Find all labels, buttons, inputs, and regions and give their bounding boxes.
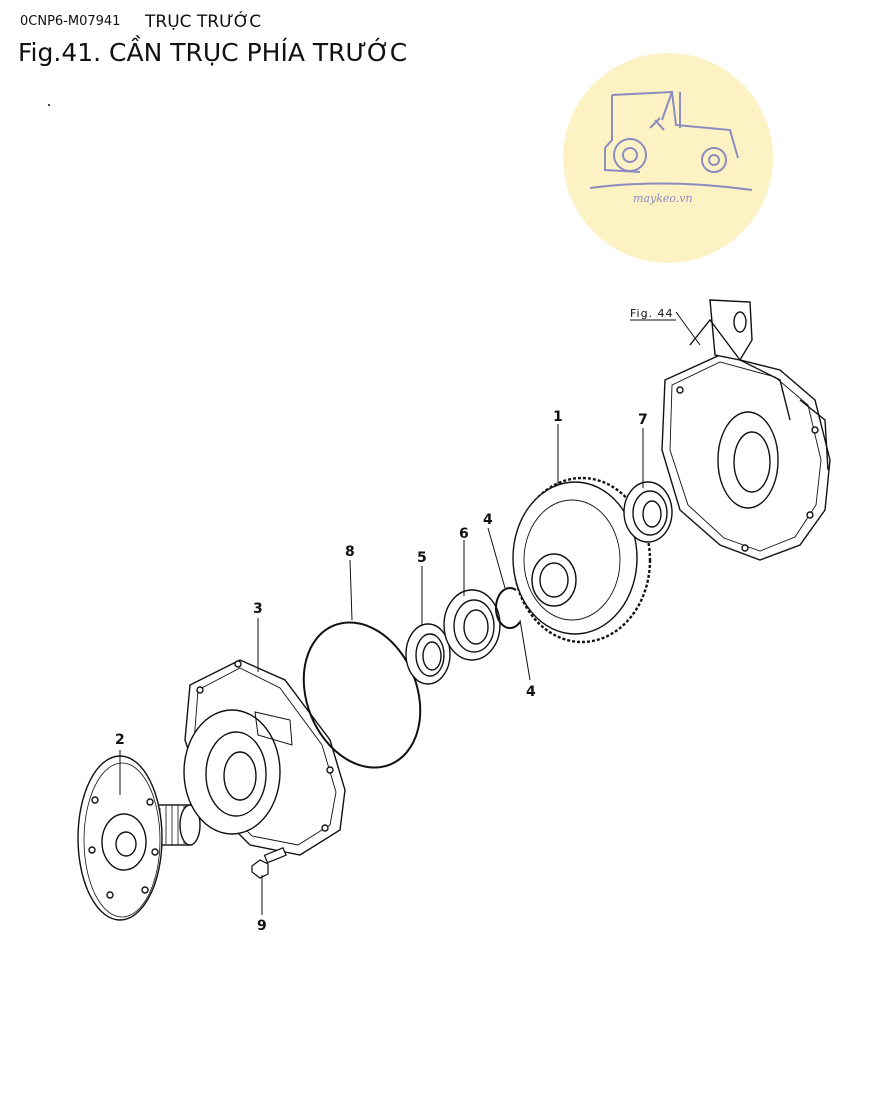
part-cover-housing xyxy=(183,659,346,856)
watermark-text: maykeo.vn xyxy=(633,192,693,205)
callout-3: 3 xyxy=(253,601,263,617)
callout-5: 5 xyxy=(417,550,427,566)
document-code: 0CNP6-M07941 xyxy=(20,14,121,29)
reference-fig44-label: Fig. 44 xyxy=(630,307,674,320)
callout-1: 1 xyxy=(553,409,563,425)
callout-9: 9 xyxy=(257,918,267,934)
leader-lines xyxy=(119,311,701,915)
part-axle-housing xyxy=(661,299,831,561)
section-title: TRỤC TRƯỚC xyxy=(145,12,262,32)
callout-6: 6 xyxy=(459,526,469,542)
watermark-logo: maykeo.vn xyxy=(563,53,773,263)
callout-4-upper: 4 xyxy=(483,512,493,528)
part-bearing-6 xyxy=(443,589,501,661)
callout-7: 7 xyxy=(638,412,648,428)
stray-dot xyxy=(48,104,50,106)
callout-8: 8 xyxy=(345,544,355,560)
part-bolt xyxy=(251,847,287,879)
callout-2: 2 xyxy=(115,732,125,748)
part-oil-seal xyxy=(405,623,451,685)
figure-title: Fig.41. CẦN TRỤC PHÍA TRƯỚC xyxy=(18,38,408,67)
part-flange-shaft xyxy=(77,755,201,921)
callout-4-lower: 4 xyxy=(526,684,536,700)
part-bearing-7 xyxy=(623,481,673,543)
part-snap-ring xyxy=(494,587,521,630)
part-ring-gear xyxy=(512,476,652,644)
